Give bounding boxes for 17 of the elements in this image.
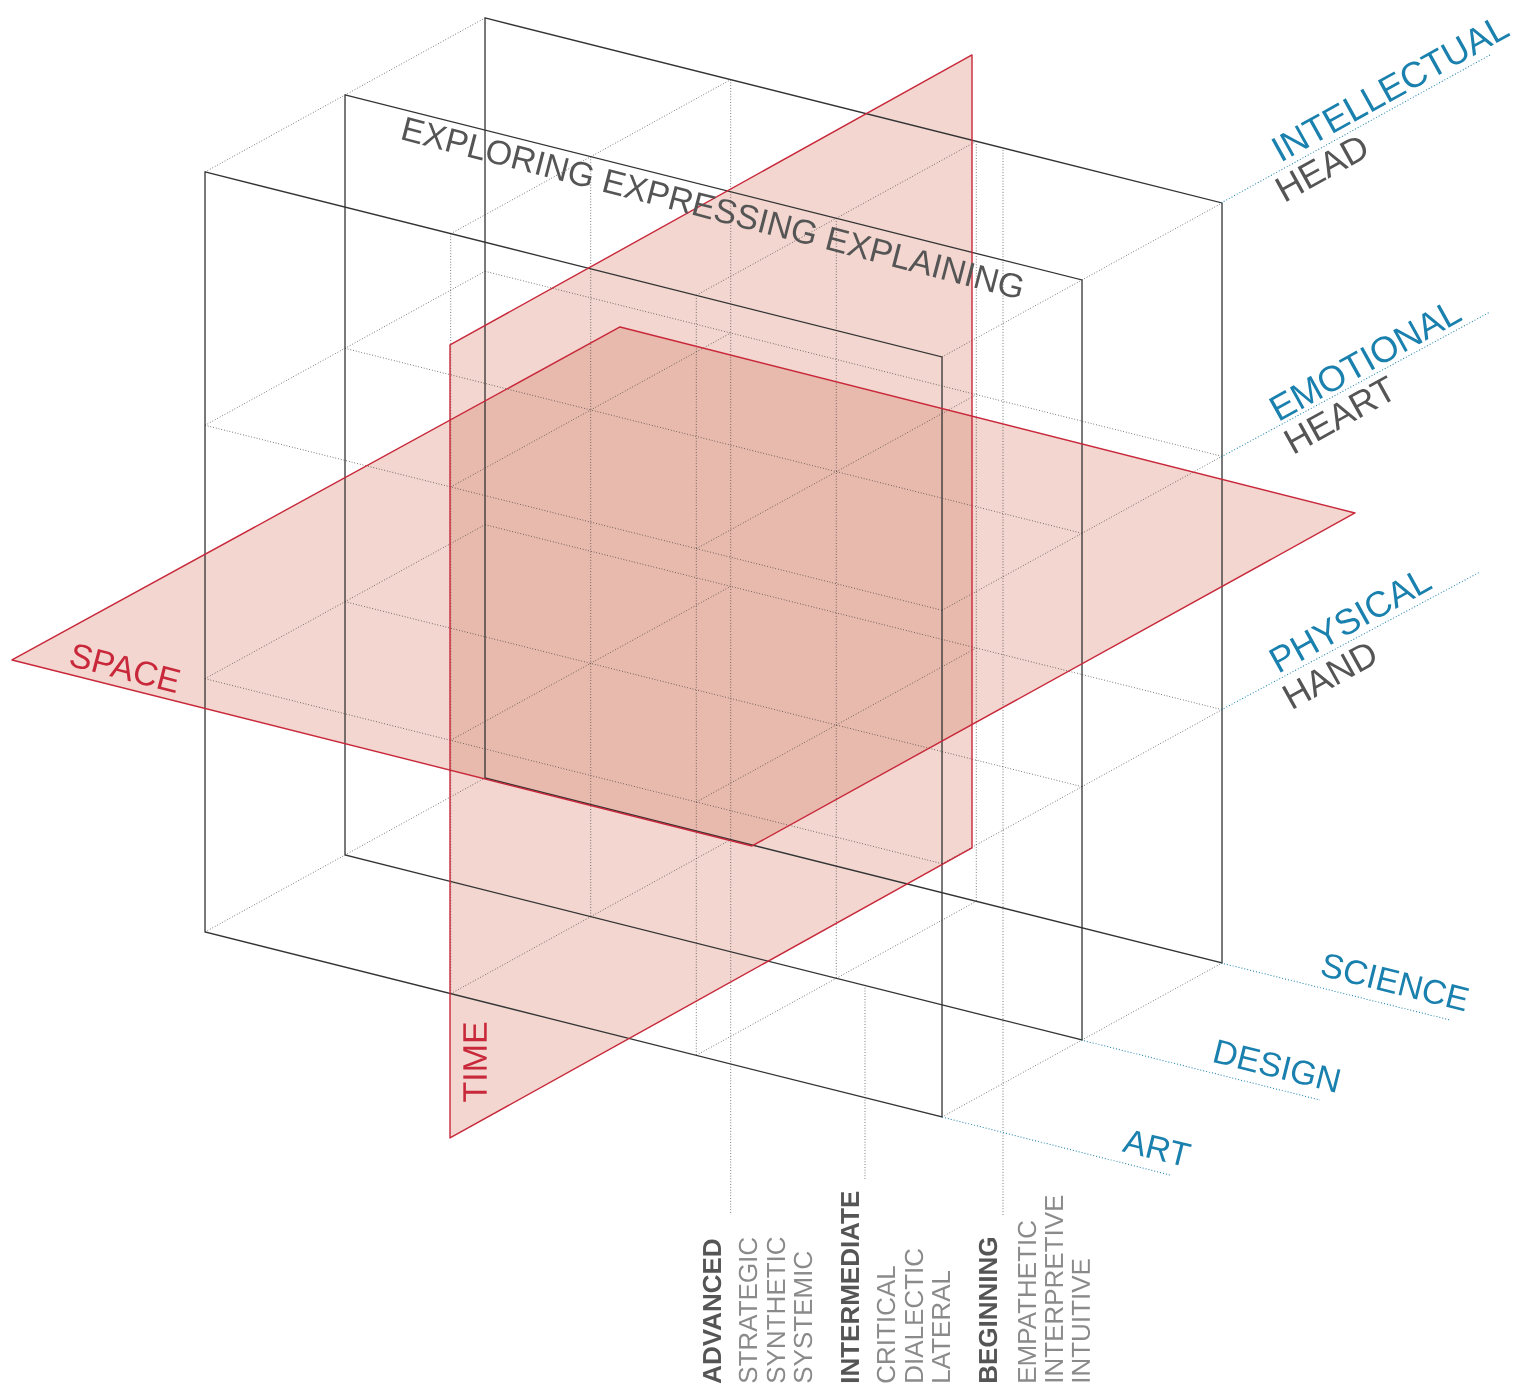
level-heading: BEGINNING	[978, 1238, 998, 1383]
discipline-label: DESIGN	[1213, 1039, 1341, 1093]
plane-label: SPACE	[70, 644, 181, 694]
discipline-label: ART	[1121, 1130, 1192, 1166]
level-quality: DIALECTIC	[904, 1248, 924, 1382]
level-quality: SYNTHETIC	[766, 1237, 786, 1383]
level-heading: ADVANCED	[702, 1239, 722, 1384]
level-heading: INTERMEDIATE	[841, 1191, 859, 1383]
plane-label: TIME	[463, 1022, 487, 1102]
level-quality: INTUITIVE	[1071, 1259, 1091, 1382]
level-quality: STRATEGIC	[738, 1237, 758, 1383]
level-quality: EMPATHETIC	[1017, 1221, 1037, 1382]
discipline-label: SCIENCE	[1321, 954, 1470, 1012]
level-quality: LATERAL	[932, 1270, 950, 1382]
level-quality: SYSTEMIC	[793, 1251, 813, 1383]
level-quality: CRITICAL	[876, 1266, 896, 1383]
level-quality: INTERPRETIVE	[1045, 1195, 1063, 1382]
